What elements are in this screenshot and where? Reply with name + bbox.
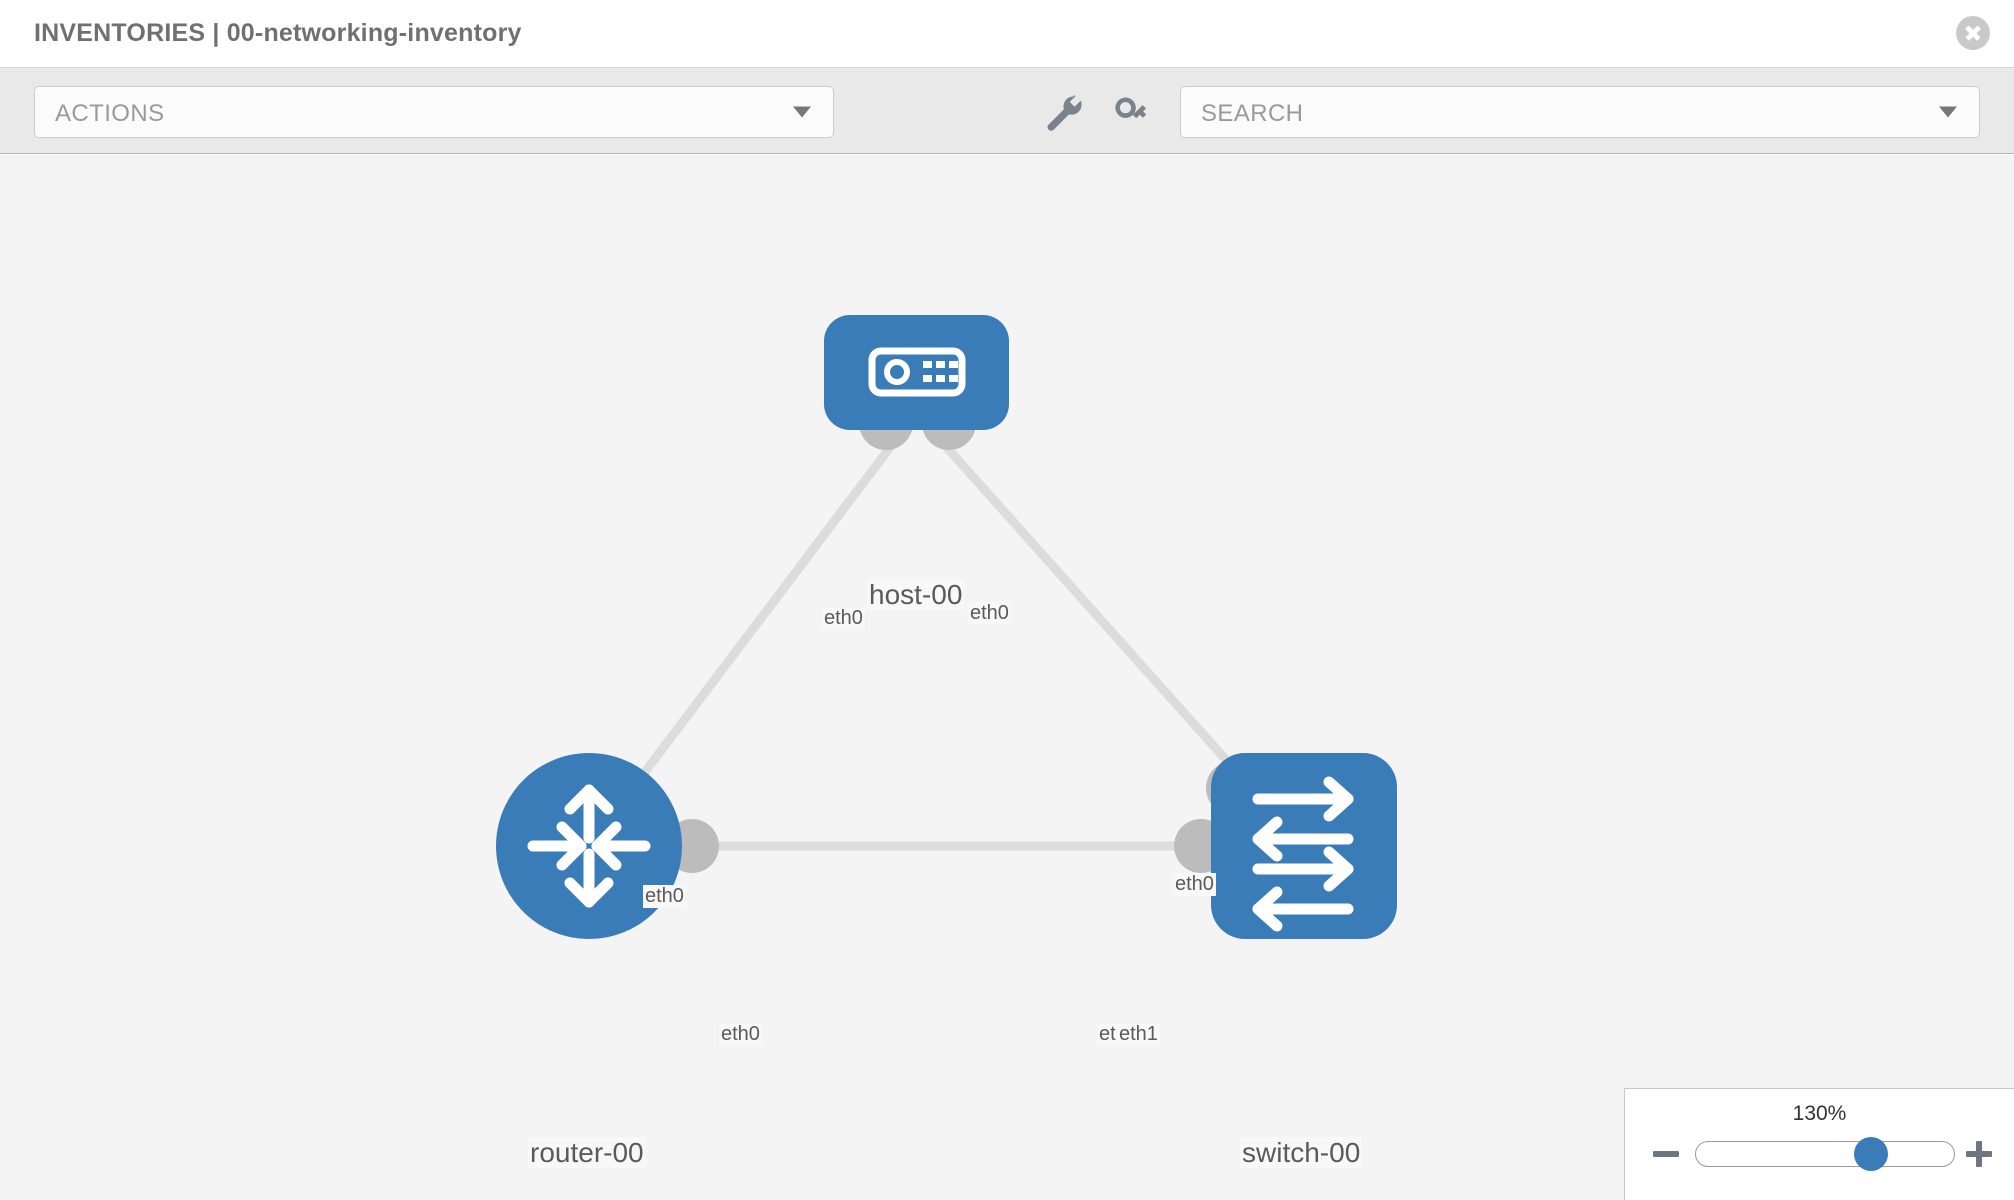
switch-arrows-icon [1252,776,1354,932]
topology-canvas[interactable]: eth0 host-00 eth0 eth0 eth0 eth0 eth eth… [0,155,2014,1200]
interface-label: eth1 [1117,1023,1160,1046]
wrench-icon[interactable] [1040,90,1086,136]
router-arrows-icon [527,784,651,908]
topology-graph [496,315,1397,939]
page-header: INVENTORIES | 00-networking-inventory [0,0,2014,68]
node-label-host-00: host-00 [867,579,965,611]
node-switch-00[interactable] [1211,753,1397,939]
interface-label: eth0 [968,602,1011,625]
actions-dropdown[interactable]: ACTIONS [34,86,834,138]
actions-dropdown-label: ACTIONS [55,100,165,127]
search-input[interactable]: SEARCH [1180,86,1980,138]
search-placeholder-label: SEARCH [1201,100,1304,127]
interface-label: eth0 [1173,873,1216,896]
node-label-router-00: router-00 [528,1137,646,1169]
node-host-00[interactable] [824,315,1009,430]
zoom-level-value: 130% [1792,1102,1847,1125]
server-appliance-icon [868,347,966,397]
chevron-down-icon[interactable] [1939,106,1957,118]
zoom-control-panel: 130% [1624,1088,2014,1200]
close-icon[interactable] [1956,16,1990,50]
interface-label: eth0 [643,885,686,908]
toolbar: ACTIONS SEARCH [0,68,2014,154]
zoom-slider[interactable] [1695,1137,1955,1171]
topology-links [585,410,1307,851]
chevron-down-icon [793,106,811,118]
interface-label: eth0 [719,1023,762,1046]
node-router-00[interactable] [496,753,682,939]
interface-label: eth0 [822,607,865,630]
zoom-slider-thumb[interactable] [1854,1137,1889,1171]
key-icon[interactable] [1108,90,1154,136]
node-label-switch-00: switch-00 [1240,1137,1363,1169]
zoom-out-button[interactable] [1649,1137,1683,1171]
zoom-in-button[interactable] [1962,1137,1996,1171]
page-title: INVENTORIES | 00-networking-inventory [34,19,522,47]
